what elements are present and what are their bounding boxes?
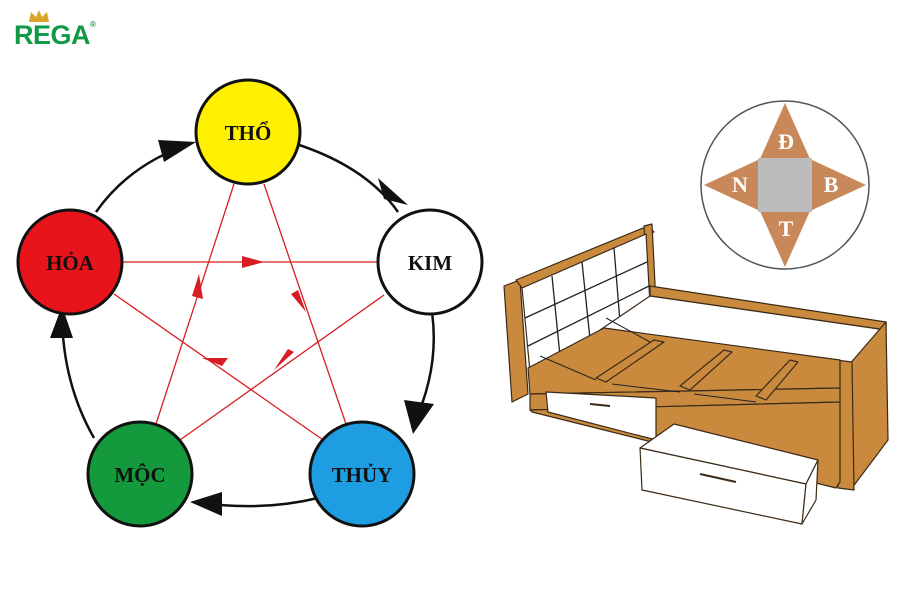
bed-slat-2 (679, 349, 733, 391)
cycle-arc-tho-kim (289, 140, 400, 213)
compass-east-label: B (824, 172, 839, 197)
node-label-moc: MỘC (114, 463, 165, 487)
star-arrow-tho-thuy (291, 290, 306, 312)
cycle-arrow-hoa-tho (158, 140, 196, 162)
five-elements-cycle (50, 140, 435, 516)
cycle-arrow-kim-thuy (404, 400, 434, 434)
star-arrow-kim-moc (274, 349, 294, 370)
star-arrow-thuy-hoa (202, 358, 228, 366)
cycle-arrow-thuy-moc (190, 492, 222, 516)
bed-drawer-left (545, 391, 657, 441)
bed-illustration (503, 223, 889, 525)
node-circle-hoa (16, 208, 124, 316)
star-line-tho-thuy (263, 183, 347, 425)
star-line-thuy-hoa (113, 293, 327, 443)
star-arrow-moc-tho (192, 274, 203, 299)
compass: N Đ B T (700, 100, 870, 270)
control-star (113, 183, 385, 443)
compass-south-label: Đ (778, 129, 794, 154)
node-label-hoa: HỎA (46, 251, 95, 275)
node-tho: THỔ (194, 78, 302, 186)
node-hoa: HỎA (16, 208, 124, 316)
node-circle-moc (86, 420, 194, 528)
compass-west-label: T (779, 216, 794, 241)
node-label-tho: THỔ (225, 121, 272, 145)
bed-headboard-grid (524, 247, 650, 357)
bed-drawer-pulled-handle (699, 473, 737, 483)
rega-logo: REGA® (14, 10, 114, 50)
crown-icon (29, 10, 49, 22)
brand-name: REGA® (14, 20, 96, 50)
node-label-thuy: THỦY (332, 463, 393, 487)
bed-headboard-frame (515, 225, 655, 289)
cycle-arrow-tho-kim (378, 178, 408, 205)
bed-drawer-pulled-side (801, 459, 819, 525)
node-label-kim: KIM (408, 251, 453, 275)
compass-north-label: N (732, 172, 748, 197)
compass-center (758, 158, 812, 212)
star-arrow-hoa-kim (242, 256, 264, 268)
node-circle-thuy (308, 420, 416, 528)
bed-head-post (503, 279, 529, 403)
bed-drawer-left-handle (589, 403, 611, 407)
cycle-arrow-moc-hoa (50, 306, 73, 338)
node-kim: KIM (376, 208, 484, 316)
star-line-kim-moc (179, 294, 385, 441)
node-thuy: THỦY (308, 420, 416, 528)
star-line-moc-tho (155, 183, 235, 425)
node-moc: MỘC (86, 420, 194, 528)
bed-slat-1 (595, 339, 665, 383)
node-circle-kim (376, 208, 484, 316)
bed-slat-3 (755, 359, 799, 401)
node-circle-tho (194, 78, 302, 186)
